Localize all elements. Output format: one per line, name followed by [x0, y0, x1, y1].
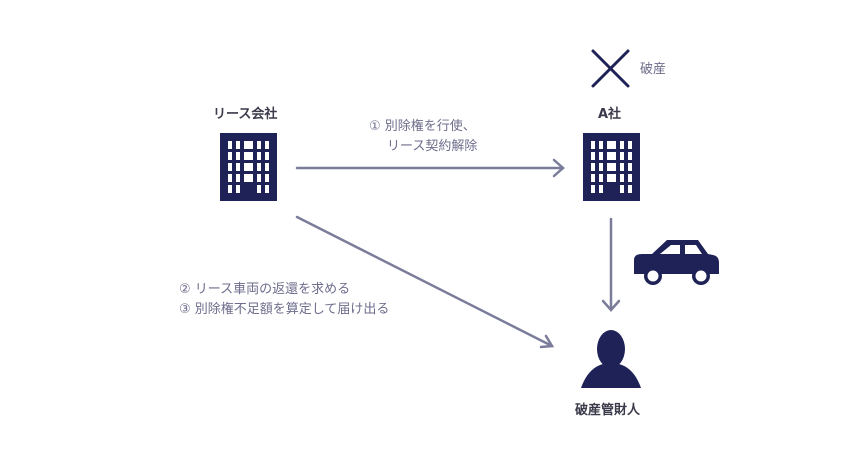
company-a-label: A社: [598, 107, 622, 122]
edge-2-line-1: ② リース車両の返還を求める: [179, 282, 351, 297]
edge-2-line-2: ③ 別除権不足額を算定して届け出る: [179, 302, 390, 317]
trustee-label: 破産管財人: [575, 403, 641, 418]
edge-1-line-1: ① 別除権を行使、: [369, 119, 476, 134]
arrow-a-to-trustee: [601, 217, 621, 312]
cross-icon: [591, 49, 630, 88]
lease-company-building-icon: [220, 133, 277, 201]
car-icon: [634, 240, 719, 285]
bankrupt-status-label: 破産: [640, 62, 667, 77]
arrow-lease-to-trustee: [295, 215, 555, 349]
edge-1-line-2: リース契約解除: [387, 139, 478, 154]
lease-company-label: リース会社: [213, 107, 278, 122]
company-a-building-icon: [583, 133, 640, 201]
arrow-lease-to-a: [295, 158, 565, 178]
person-icon: [581, 330, 641, 388]
